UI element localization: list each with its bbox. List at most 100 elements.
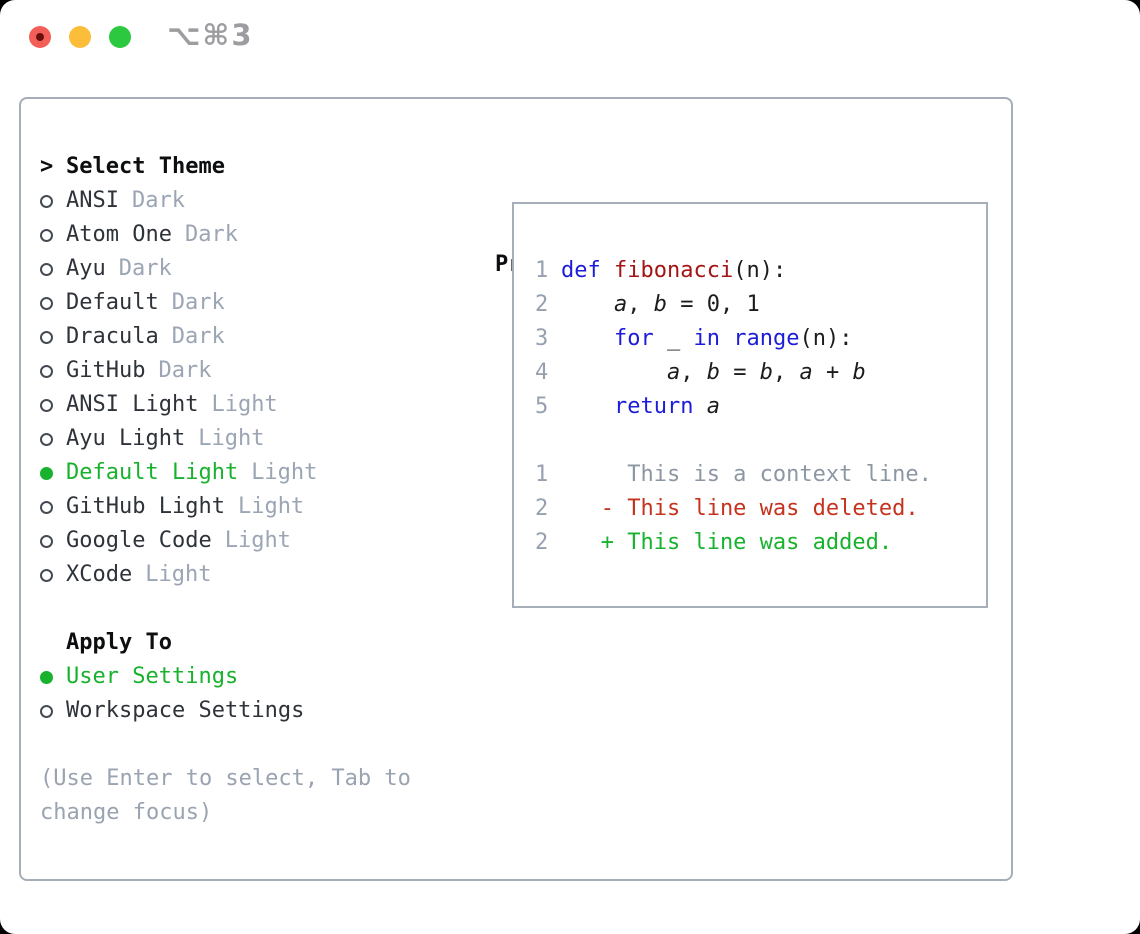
radio-marker bbox=[40, 262, 66, 276]
theme-name: Google Code bbox=[66, 528, 212, 553]
theme-variant-label: Dark bbox=[131, 188, 185, 213]
line-number: 1 bbox=[535, 461, 549, 487]
select-theme-title: Select Theme bbox=[66, 154, 225, 179]
apply-to-option[interactable]: Workspace Settings bbox=[40, 694, 470, 728]
radio-marker bbox=[40, 330, 66, 344]
theme-option[interactable]: Dracula Dark bbox=[40, 320, 470, 354]
code-text: return a bbox=[613, 393, 720, 419]
radio-marker bbox=[40, 432, 66, 446]
radio-unselected-icon bbox=[40, 568, 53, 582]
theme-name: Dracula bbox=[66, 324, 159, 349]
radio-marker bbox=[40, 466, 66, 480]
line-number: 5 bbox=[535, 393, 549, 419]
line-number: 3 bbox=[535, 325, 549, 351]
line-number: 2 bbox=[535, 529, 549, 555]
radio-unselected-icon bbox=[40, 228, 53, 242]
radio-unselected-icon bbox=[40, 534, 53, 548]
theme-variant-label: Light bbox=[237, 494, 305, 519]
radio-unselected-icon bbox=[40, 500, 53, 514]
radio-unselected-icon bbox=[40, 296, 53, 310]
radio-unselected-icon bbox=[40, 364, 53, 378]
maximize-button[interactable] bbox=[109, 26, 131, 48]
code-text: for _ in range(n): bbox=[613, 325, 853, 351]
code-text: def fibonacci(n): bbox=[561, 257, 787, 283]
select-theme-header-row: > Select Theme bbox=[40, 150, 470, 184]
theme-name: Default Light bbox=[66, 460, 239, 485]
radio-unselected-icon bbox=[40, 194, 53, 208]
theme-option[interactable]: Default Dark bbox=[40, 286, 470, 320]
theme-variant-label: Light bbox=[198, 426, 265, 451]
radio-unselected-icon bbox=[40, 398, 53, 412]
theme-option[interactable]: Atom One Dark bbox=[40, 218, 470, 252]
theme-option[interactable]: Google Code Light bbox=[40, 524, 470, 558]
theme-variant-label: Dark bbox=[171, 324, 225, 349]
radio-marker bbox=[40, 398, 66, 412]
line-number: 4 bbox=[535, 359, 549, 385]
radio-marker bbox=[40, 296, 66, 310]
theme-name: ANSI bbox=[66, 188, 119, 213]
code-line: 1 def fibonacci(n): bbox=[535, 253, 986, 287]
help-text: (Use Enter to select, Tab to change focu… bbox=[40, 766, 411, 825]
apply-to-option[interactable]: User Settings bbox=[40, 660, 470, 694]
apply-to-header-row: Apply To bbox=[40, 626, 470, 660]
code-line: 5 return a bbox=[535, 389, 986, 423]
radio-marker bbox=[40, 670, 66, 684]
minimize-button[interactable] bbox=[69, 26, 91, 48]
radio-unselected-icon bbox=[40, 704, 53, 718]
theme-variant-label: Dark bbox=[158, 358, 212, 383]
diff-text: This is a context line. bbox=[561, 461, 932, 487]
theme-variant-label: Light bbox=[224, 528, 291, 553]
line-number: 1 bbox=[535, 257, 549, 283]
theme-variant-label: Dark bbox=[118, 256, 172, 281]
radio-unselected-icon bbox=[40, 330, 53, 344]
code-line: 4 a, b = b, a + b bbox=[535, 355, 986, 389]
line-number: 2 bbox=[535, 291, 549, 317]
theme-name: Default bbox=[66, 290, 159, 315]
radio-marker bbox=[40, 364, 66, 378]
code-line: 3 for _ in range(n): bbox=[535, 321, 986, 355]
theme-name: Ayu bbox=[66, 256, 106, 281]
code-text: a, b = 0, 1 bbox=[613, 291, 760, 317]
theme-variant-label: Light bbox=[211, 392, 278, 417]
window-titlebar bbox=[29, 26, 131, 48]
radio-unselected-icon bbox=[40, 262, 53, 276]
radio-marker bbox=[40, 500, 66, 514]
prompt-caret-icon: > bbox=[40, 154, 54, 179]
diff-preview: 1 This is a context line. 2 - This line w… bbox=[535, 457, 986, 559]
diff-line-context: 1 This is a context line. bbox=[535, 457, 986, 491]
radio-marker bbox=[40, 568, 66, 582]
window-title-shortcut: ⌥⌘3 bbox=[167, 18, 254, 52]
radio-marker bbox=[40, 228, 66, 242]
theme-name: XCode bbox=[66, 562, 133, 587]
radio-marker bbox=[40, 534, 66, 548]
code-line: 2 a, b = 0, 1 bbox=[535, 287, 986, 321]
diff-text: + This line was added. bbox=[561, 529, 893, 555]
theme-variant-label: Dark bbox=[184, 222, 238, 247]
theme-option[interactable]: ANSI Dark bbox=[40, 184, 470, 218]
close-button[interactable] bbox=[29, 26, 51, 48]
theme-option[interactable]: ANSI Light Light bbox=[40, 388, 470, 422]
theme-name: GitHub Light bbox=[66, 494, 225, 519]
theme-variant-label: Dark bbox=[171, 290, 225, 315]
theme-option[interactable]: Ayu Dark bbox=[40, 252, 470, 286]
apply-to-label: Workspace Settings bbox=[66, 698, 305, 723]
theme-name: ANSI Light bbox=[66, 392, 199, 417]
theme-name: Atom One bbox=[66, 222, 172, 247]
diff-text: - This line was deleted. bbox=[561, 495, 919, 521]
code-text: a, b = b, a + b bbox=[666, 359, 866, 385]
theme-option[interactable]: GitHub Light Light bbox=[40, 490, 470, 524]
radio-unselected-icon bbox=[40, 432, 53, 446]
